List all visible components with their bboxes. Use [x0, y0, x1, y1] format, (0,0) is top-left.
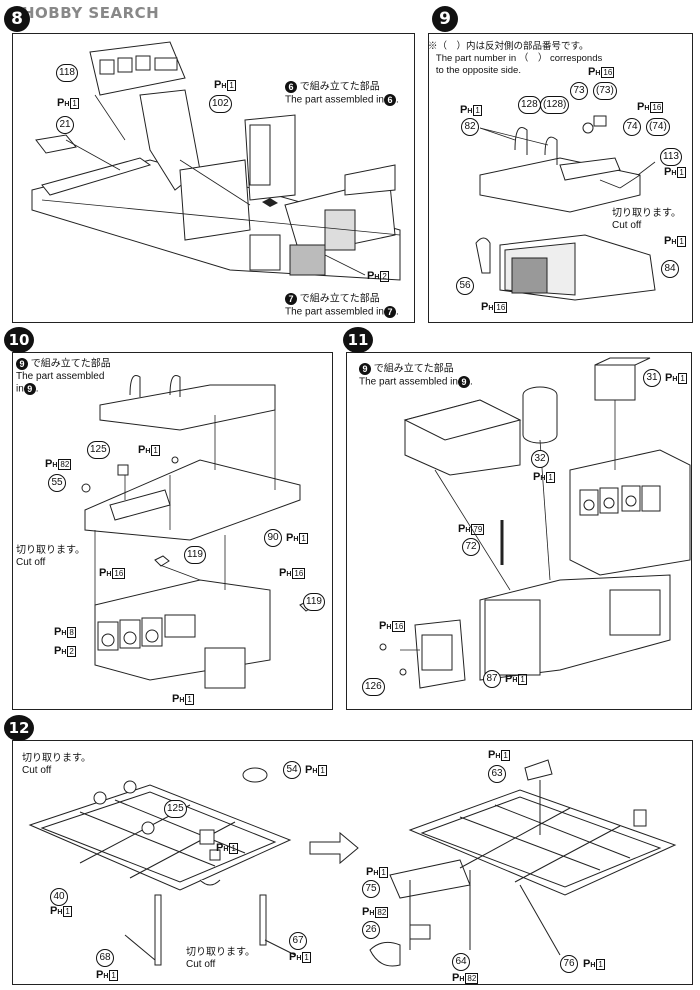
part-40-label: 40: [50, 888, 68, 906]
step-8-number: 8: [4, 6, 30, 32]
part-73-label: 73: [570, 82, 588, 100]
step-12-panel: [12, 740, 693, 985]
step-11-number: 11: [343, 327, 373, 353]
part-76-label: 76: [560, 955, 578, 973]
part-74-label: 74: [623, 118, 641, 136]
part-54-label: 54: [283, 761, 301, 779]
part-126-label: 126: [362, 678, 385, 696]
part-67-label: 67: [289, 932, 307, 950]
cut-off-note-bottom: 切り取ります。Cut off: [186, 947, 255, 970]
part-63-label: 63: [488, 765, 506, 783]
part-26-label: 26: [362, 921, 380, 939]
part-128-label: 128: [518, 96, 541, 114]
part-32-label: 32: [531, 450, 549, 468]
part-73-opposite-label: (73): [593, 82, 617, 100]
part-90-label: 90: [264, 529, 282, 547]
step-11-panel: [346, 352, 692, 710]
step-9-number: 9: [432, 6, 458, 32]
cut-off-note: 切り取ります。Cut off: [612, 208, 681, 231]
cut-off-note: 切り取ります。Cut off: [16, 545, 85, 568]
part-84-label: 84: [661, 260, 679, 278]
part-102-label: 102: [209, 95, 232, 113]
part-128-opposite-label: (128): [540, 96, 570, 114]
part-74-opposite-label: (74): [646, 118, 670, 136]
part-72-label: 72: [462, 538, 480, 556]
part-119-label: 119: [184, 546, 206, 564]
part-68-label: 68: [96, 949, 114, 967]
part-31-label: 31: [643, 369, 661, 387]
part-119-second-label: 119: [303, 593, 325, 611]
step-10-number: 10: [4, 327, 34, 353]
part-56-label: 56: [456, 277, 474, 295]
part-21-label: 21: [56, 116, 74, 134]
part-64-label: 64: [452, 953, 470, 971]
part-87-label: 87: [483, 670, 501, 688]
part-82-label: 82: [461, 118, 479, 136]
cut-off-note-top: 切り取ります。Cut off: [22, 753, 91, 776]
opposite-side-note: ※（ ）内は反対側の部品番号です。 The part number in （ ）…: [428, 41, 603, 76]
part-125-label: 125: [87, 441, 110, 459]
part-75-label: 75: [362, 880, 380, 898]
part-113-label: 113: [660, 148, 682, 166]
part-118-label: 118: [56, 64, 78, 82]
part-55-label: 55: [48, 474, 66, 492]
part-125-label: 125: [164, 800, 187, 818]
step-12-number: 12: [4, 715, 34, 741]
